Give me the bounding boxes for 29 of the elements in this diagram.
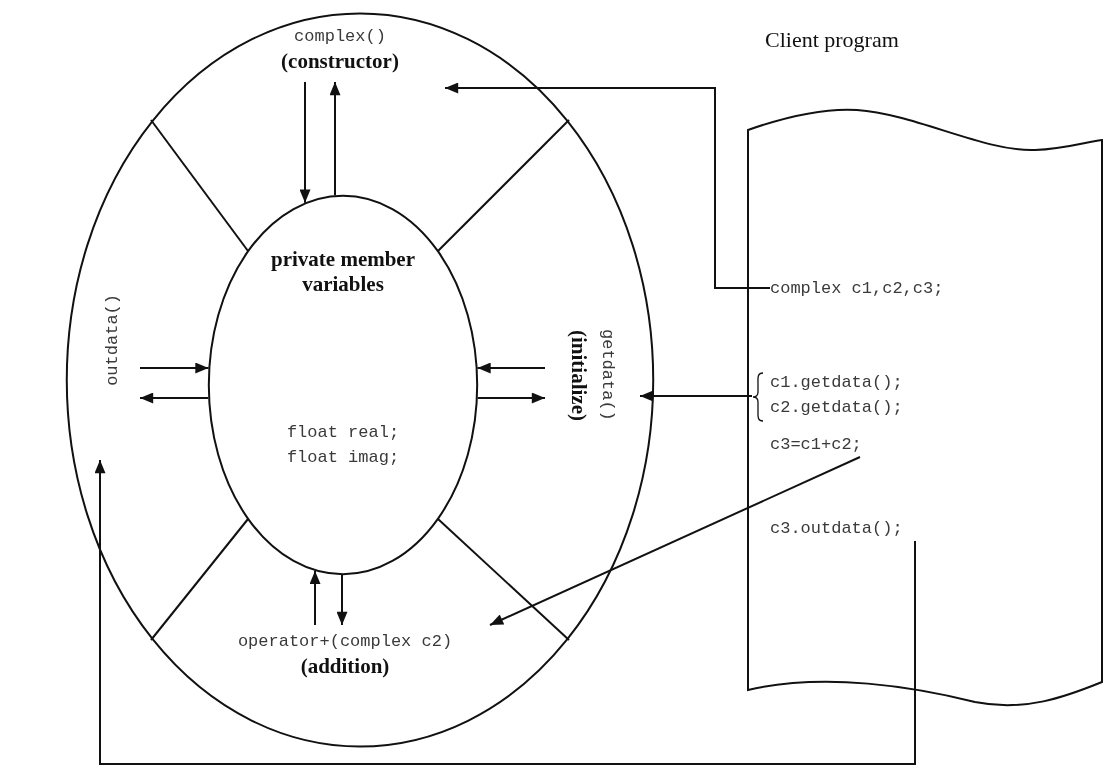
code-line: complex c1,c2,c3; [770, 276, 965, 301]
code-line: c1.getdata(); [770, 372, 903, 394]
method-role: (addition) [300, 654, 390, 679]
method-signature: complex() [294, 26, 386, 48]
panel-heading: Client program [765, 26, 899, 54]
method-signature: operator+(complex c2) [237, 631, 453, 653]
method-signature: outdata() [102, 294, 123, 386]
arrow [139, 362, 210, 374]
method-role: (initialize) [565, 329, 591, 421]
arrow [444, 82, 771, 289]
method-role: (constructor) [281, 49, 399, 74]
code-line: c3=c1+c2; [770, 432, 900, 457]
arrow [476, 392, 546, 404]
arrow [489, 456, 861, 626]
arrow [94, 459, 916, 765]
member-declarations: float real; float imag; [285, 422, 401, 469]
arrow [139, 392, 210, 404]
arrow [639, 390, 753, 402]
arrow [299, 81, 311, 204]
arrow [309, 569, 321, 626]
arrow [329, 81, 341, 197]
arrow [336, 574, 348, 626]
class-ring [65, 12, 655, 748]
code-line: c2.getdata(); [770, 397, 903, 419]
section-label: private member variables [270, 247, 416, 297]
method-signature: getdata() [596, 329, 618, 421]
arrow [476, 362, 546, 374]
member-circle [208, 195, 478, 575]
code-line: c3.outdata(); [770, 516, 935, 541]
